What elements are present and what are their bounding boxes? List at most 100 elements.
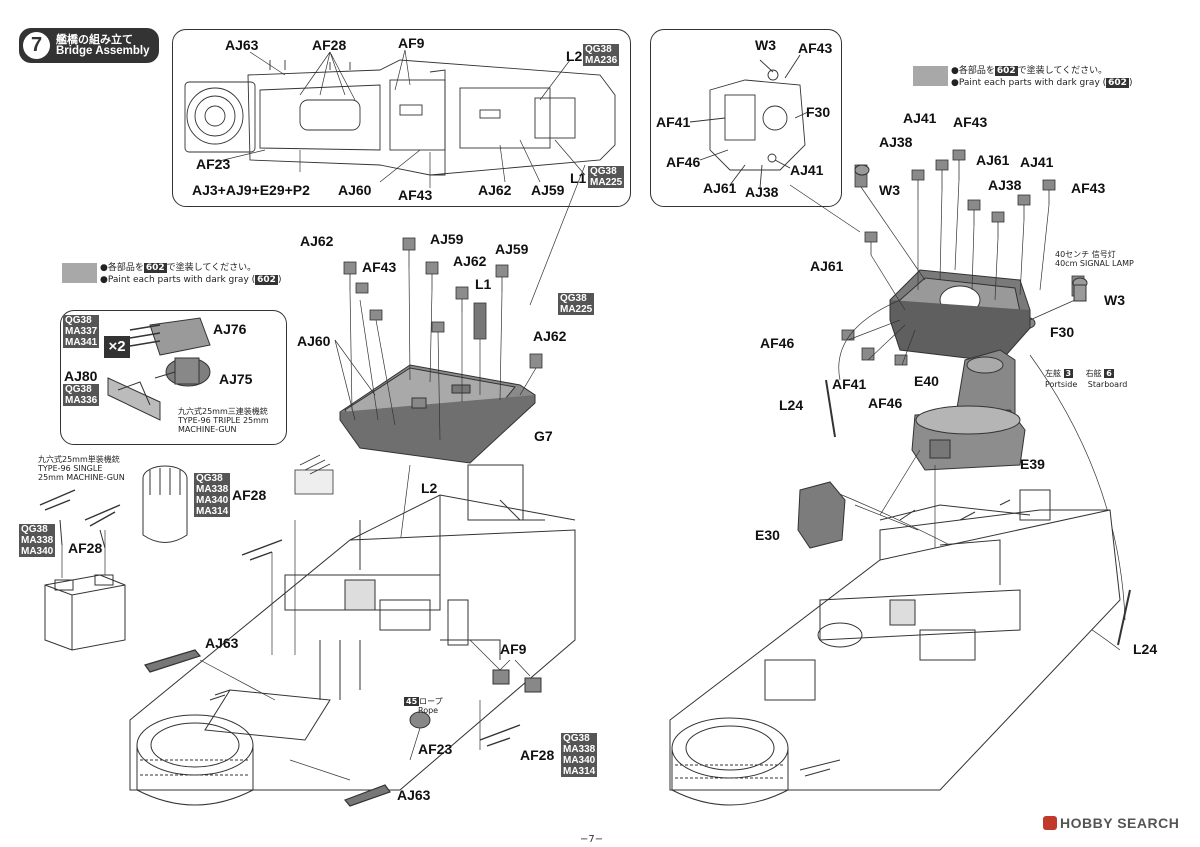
paint-swatch-left [62,263,97,283]
paint-code-en-r: 602 [1106,78,1129,88]
paint-note-en-post-r: ) [1128,78,1133,88]
part-label: AJ60 [297,333,331,349]
aj63-parts [144,649,391,807]
part-label: L1 [570,170,587,186]
part-label: AJ62 [478,182,512,198]
upper-bridge-f30 [889,269,1036,363]
bridge-deck-g7 [339,364,536,464]
multiplier-badge: ×2 [104,336,130,358]
badge-code: QG38 [65,384,92,395]
part-label: AF41 [656,114,691,130]
af9-af23 [409,639,542,761]
badge-code: MA314 [196,506,229,517]
part-label: AJ63 [397,787,431,803]
triple-gun-jp: 九六式25mm三連装機銃 [178,407,268,416]
e30-part [797,481,846,549]
single-gun-jp: 九六式25mm単装機銃 [38,455,120,464]
signal-lamp-en: 40cm SIGNAL LAMP [1055,259,1134,268]
star-num: 6 [1104,369,1114,378]
badge-code: MA336 [65,395,98,406]
star-en: Starboard [1087,380,1128,389]
detail-box-triple-gun [60,310,287,445]
bridge-top-view [184,59,616,176]
part-label: AJ62 [453,253,487,269]
cylinder-part [142,465,188,543]
part-label: AF46 [666,154,701,170]
part-label: AJ75 [219,371,253,387]
badge-code: QG38 [65,315,92,326]
paint-note-en-post: ) [277,275,282,285]
part-label: AJ38 [745,184,779,200]
part-label: AJ63 [225,37,259,53]
part-label: L2 [566,48,583,64]
paint-note-jp-pre-r: ●各部品を [951,66,995,76]
paint-note-jp-post-r: で塗装してください。 [1017,66,1108,76]
single-guns-mid [241,520,521,750]
part-label: AJ62 [300,233,334,249]
part-label: E39 [1020,456,1045,472]
paint-code: 602 [143,263,167,273]
part-label: W3 [879,182,900,198]
part-label: AF43 [398,187,433,203]
step-title-jp: 艦橋の組み立て [56,33,133,46]
part-label: AJ3+AJ9+E29+P2 [192,182,310,198]
part-label: AF28 [520,747,555,763]
triple-gun-main [294,454,334,495]
paint-swatch-right [913,66,948,86]
part-label: AJ80 [64,368,98,384]
single-gun-en2: 25mm MACHINE-GUN [38,473,125,482]
bridge-top-right [689,54,809,189]
part-label: AF9 [500,641,527,657]
caption-signal-lamp: 40センチ 信号灯 40cm SIGNAL LAMP [1055,250,1134,268]
part-label: AJ61 [976,152,1010,168]
page-number: −7− [580,834,604,845]
part-label: AJ76 [213,321,247,337]
part-label: AF23 [418,741,453,757]
port-en: Portside [1045,380,1078,389]
paint-code-en: 602 [255,275,278,285]
part-label: AJ62 [533,328,567,344]
watermark-logo-icon [1043,816,1057,830]
signal-lamp-w3 [854,164,1088,302]
watermark: HOBBY SEARCH [1043,815,1179,831]
part-label: AJ38 [879,134,913,150]
superstructure-left [129,464,576,806]
badge-code: QG38 [590,166,617,177]
badge-code: MA338 [196,484,229,495]
part-label: AF46 [760,335,795,351]
badge-code: MA340 [21,546,54,557]
leaders-top-left [214,49,586,188]
part-label: AJ41 [790,162,824,178]
rope-jp: ロープ [419,697,443,706]
part-label: AJ60 [338,182,372,198]
detail-box-top-left [172,29,631,207]
deck-guns [343,237,543,369]
part-label: L1 [475,276,492,292]
step-number: 7 [23,32,50,59]
part-label: AJ59 [430,231,464,247]
paint-note-en-pre-r: ●Paint each parts with dark gray ( [951,78,1107,88]
part-label: W3 [755,37,776,53]
badge-code: MA314 [563,766,596,777]
badge-code: QG38 [560,293,587,304]
part-label: AJ38 [988,177,1022,193]
rope-num: 45 [404,697,420,706]
part-label: F30 [1050,324,1075,340]
badge-code: MA340 [196,495,229,506]
part-label: G7 [534,428,553,444]
detail-box-top-right [650,29,842,207]
part-label: E30 [755,527,780,543]
caption-single-gun: 九六式25mm単装機銃 TYPE-96 SINGLE 25mm MACHINE-… [38,455,125,482]
part-label: AF43 [798,40,833,56]
drop-lines-mid [334,164,586,561]
part-label: AF43 [1071,180,1106,196]
part-label: AJ61 [703,180,737,196]
badge-code: MA337 [65,326,98,337]
l24-rods [825,379,1131,646]
